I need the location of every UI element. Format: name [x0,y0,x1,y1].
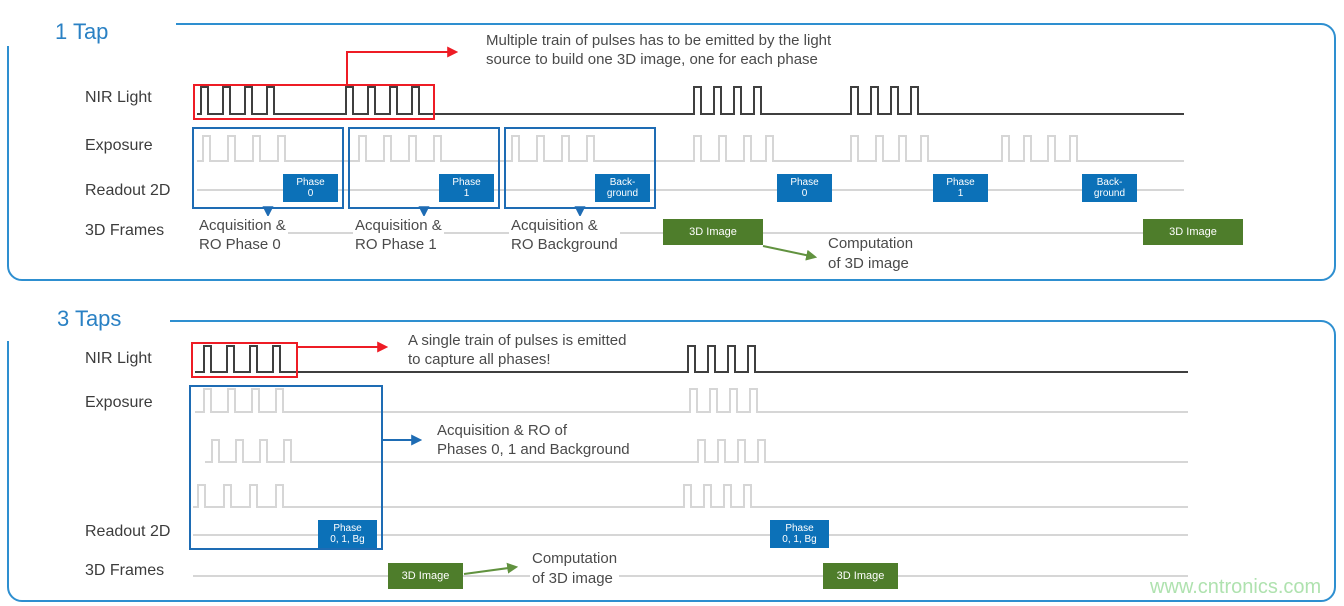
p2-row-label-nir: NIR Light [85,350,152,367]
p1-computation-arrow [762,245,818,261]
phase-box-line2: 0 [801,188,808,199]
3d-image-label: 3D Image [836,570,885,582]
p1-row-label-readout: Readout 2D [85,182,171,199]
acquisition-line1: Acquisition & [199,217,286,234]
phase-box-line1: Back- [609,177,636,188]
p2-computation-arrow [463,562,519,575]
p1-nir-annotation: Multiple train of pulses has to be emitt… [486,31,831,69]
phase-box-line1: Phase [333,523,362,534]
p1-nir-highlight-box [193,84,435,120]
phase-box-line1: Phase [946,177,975,188]
p1-exposure-waveform [197,135,1184,162]
p1-acquisition-label-0: Acquisition & RO Phase 0 [197,216,288,254]
computation-line2: of 3D image [828,255,909,272]
panel-3-taps [7,320,1336,602]
p2-exposure-annotation-line1: Acquisition & RO of [437,422,568,439]
p1-readout-box-phase0-b: Phase 0 [777,174,832,202]
p1-readout-box-phase1-b: Phase 1 [933,174,988,202]
acquisition-line2: RO Background [511,236,618,253]
panel-2-title-gap [4,305,170,341]
p1-3d-image-box-b: 3D Image [1143,219,1243,245]
watermark: www.cntronics.com [1150,576,1322,598]
3d-image-label: 3D Image [401,570,450,582]
computation-line1: Computation [828,235,914,252]
p2-exposure-annotation-line2: Phases 0, 1 and Background [437,441,630,458]
p2-3d-image-box-b: 3D Image [823,563,898,589]
panel-1-title-gap [4,9,176,46]
phase-box-line2: 0, 1, Bg [782,534,817,545]
p2-exposure-annotation: Acquisition & RO of Phases 0, 1 and Back… [437,421,630,459]
p2-readout-box-b: Phase 0, 1, Bg [770,520,829,548]
p2-row-label-frames: 3D Frames [85,562,165,579]
p1-readout-box-phase1-a: Phase 1 [439,174,494,202]
phase-box-line1: Phase [452,177,481,188]
p2-tap3-waveform [193,484,1188,508]
p2-nir-waveform [195,345,1188,373]
p2-group-box [189,385,383,550]
acquisition-line2: RO Phase 1 [355,236,437,253]
p1-nir-annotation-line1: Multiple train of pulses has to be emitt… [486,32,832,49]
p2-row-label-exposure: Exposure [85,394,153,411]
computation-line2: of 3D image [532,570,613,587]
phase-box-line1: Phase [785,523,814,534]
computation-line1: Computation [532,550,618,567]
panel-1-title: 1 Tap [55,19,109,44]
phase-box-line2: 1 [463,188,470,199]
phase-box-line1: Back- [1096,177,1123,188]
p2-nir-highlight-box [191,342,298,378]
acquisition-line1: Acquisition & [355,217,442,234]
p2-nir-annotation-line2: to capture all phases! [408,351,551,368]
p2-nir-annotation-line1: A single train of pulses is emitted [408,332,627,349]
3d-image-label: 3D Image [1169,226,1217,238]
p1-nir-annotation-line2: source to build one 3D image, one for ea… [486,51,818,68]
phase-box-line2: 0 [307,188,314,199]
p1-readout-box-background-b: Back- ground [1082,174,1137,202]
p1-row-label-frames: 3D Frames [85,222,165,239]
3d-image-label: 3D Image [689,226,737,238]
phase-box-line2: ground [606,188,639,199]
phase-box-line1: Phase [296,177,325,188]
p1-3d-image-box-a: 3D Image [663,219,763,245]
p1-acquisition-label-2: Acquisition & RO Background [509,216,620,254]
acquisition-line2: RO Phase 0 [199,236,281,253]
p2-row-label-readout: Readout 2D [85,523,171,540]
p2-nir-annotation: A single train of pulses is emitted to c… [408,331,626,369]
p1-nir-annotation-arrow [346,46,459,85]
phase-box-line2: ground [1093,188,1126,199]
p2-3d-image-box-a: 3D Image [388,563,463,589]
p1-row-label-exposure: Exposure [85,137,153,154]
panel-1-tap [7,23,1336,281]
panel-2-title: 3 Taps [57,306,122,331]
p2-computation-label: Computation of 3D image [530,549,620,589]
phase-box-line2: 0, 1, Bg [330,534,365,545]
p1-nir-waveform [197,86,1184,115]
p1-computation-label: Computation of 3D image [826,234,916,274]
p1-readout-box-background-a: Back- ground [595,174,650,202]
p2-tap1-waveform [195,388,1188,413]
phase-box-line2: 1 [957,188,964,199]
p1-row-label-nir: NIR Light [85,89,152,106]
p1-acquisition-label-1: Acquisition & RO Phase 1 [353,216,444,254]
acquisition-line1: Acquisition & [511,217,598,234]
p1-readout-box-phase0-a: Phase 0 [283,174,338,202]
p2-readout-box-a: Phase 0, 1, Bg [318,520,377,548]
p2-tap2-waveform [205,439,1188,463]
phase-box-line1: Phase [790,177,819,188]
